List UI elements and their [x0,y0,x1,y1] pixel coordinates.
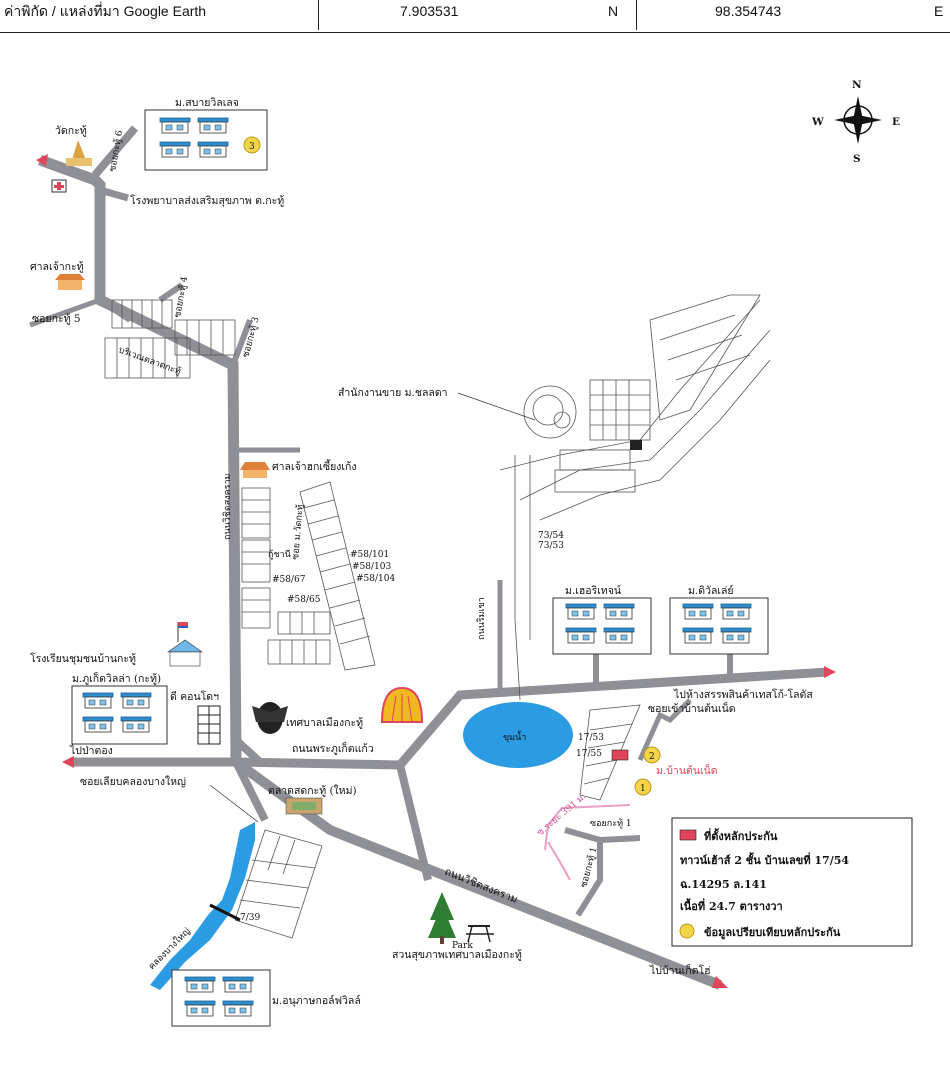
label-baan-tonned: ม.บ้านต้นเน็ด [656,763,718,777]
label-market-area: บริเวณตลาดกะทู้ [117,344,182,377]
label-shrine: ศาลเจ้ากะทู้ [30,261,84,273]
legend-line4: เนื้อที่ 24.7 ตารางวา [680,898,783,913]
label-h73-53: 73/53 [538,541,564,551]
label-phuket-villa: ม.ภูเก็ตวิลล่า (กะทู้) [72,671,161,685]
label-wat-kathu: วัดกะทู้ [55,125,87,137]
municipal-emblem-icon [252,702,288,734]
label-sabai-village: ม.สบายวิลเลจ [175,97,239,109]
legend-line2: ทาวน์เฮ้าส์ 2 ชั้น บ้านเลขที่ 17/54 [680,852,849,867]
label-soi-canal: ซอยเลียบคลองบางใหญ่ [80,775,186,788]
label-to-central: ไปห้างสรรพสินค้าเทสโก้-โลตัส [673,688,813,701]
label-h58-104: #58/104 [356,574,395,584]
hospital-icon [51,179,67,193]
svg-text:3: 3 [249,142,255,152]
label-soi1: ซอยกะทู้ 1 [590,818,632,829]
label-condo: ดี คอนโดฯ [170,690,219,703]
label-road-phra: ถนนพระภูเก็ตแก้ว [292,741,374,755]
market-icon [285,797,323,815]
label-school: โรงเรียนชุมชนบ้านกะทู้ [30,652,136,665]
label-h17-53: 17/53 [578,733,604,743]
comparison-marker-2: 2 [643,746,661,764]
latitude-direction: N [608,3,619,19]
compass-e: E [892,116,900,128]
legend-collateral-label: ที่ตั้งหลักประกัน [704,828,778,843]
canal-pointer [209,784,259,823]
label-soi6: ซอยกะทู้ 6 [107,129,125,172]
label-road-rim: ถนนริมเขา [476,597,487,640]
canal-water [150,822,255,990]
label-the-valley: ม.ดิวัลเล่ย์ [688,584,734,597]
label-h17-55: 17/55 [576,749,602,759]
label-soi-baan: ซอยเข้าบ้านต้นเน็ด [648,701,736,715]
label-road-vichit2: ถนนวิชิตสงคราม [443,866,519,906]
legend-line3: ฉ.14295 ล.141 [680,878,767,891]
label-anuphas: ม.อนุภาษกอล์ฟวิลล์ [272,994,361,1007]
svg-text:2: 2 [649,752,655,762]
park-word: Park [452,941,473,951]
sales-office-pointer [457,392,536,421]
shell-logo-icon [380,686,424,723]
pink-lane-2 [547,841,571,881]
school-icon [167,622,203,667]
label-hospital: โรงพยาบาลส่งเสริมสุขภาพ ต.กะทู้ [130,194,284,207]
legend-comparison-label: ข้อมูลเปรียบเทียบหลักประกัน [704,926,841,940]
longitude-value: 98.354743 [715,3,782,19]
condo-icon [197,705,221,745]
longitude-direction: E [934,3,944,19]
shrine2-icon [240,462,270,478]
collateral-marker [611,749,629,761]
latitude-value: 7.903531 [400,3,459,19]
pink-lane [544,804,631,851]
svg-text:1: 1 [640,784,646,794]
label-h73-54: 73/54 [538,531,564,541]
label-soi-chani: กู้ชานี [268,549,291,560]
legend-collateral-swatch [679,829,697,841]
label-soi5: ซอยกะทู้ 5 [32,313,81,325]
park-icon [428,892,494,944]
compass-rose [834,96,882,144]
housing-blocks [104,294,771,939]
label-to-kathu: ไปบ้านเก็ตโฮ่ [649,963,711,977]
divider [636,0,637,30]
reservoir [463,702,573,768]
compass-w: W [811,116,824,128]
sales-office-compound [523,385,577,439]
compass-n: N [852,79,862,91]
label-to-patong: ไปป่าตอง [69,744,113,757]
label-h58-67: #58/67 [272,575,306,585]
coordinate-header: ค่าพิกัด / แหล่งที่มา Google Earth 7.903… [0,0,950,33]
temple-icon [66,140,92,166]
label-municipal: เทศบาลเมืองกะทู้ [286,716,363,729]
compass-s: S [853,153,861,165]
direction-arrows [36,154,836,988]
road-network [29,125,829,990]
label-soi4: ซอยกะทู้ 4 [172,275,190,318]
label-h58-101: #58/101 [350,550,389,560]
label-shrine2: ศาลเจ้าฮกเซี้ยงเก้ง [272,459,356,473]
comparison-marker-1: 1 [634,778,652,796]
sales-office-plot [630,440,642,450]
label-h7-39: 7/39 [240,913,260,923]
label-h58-65: #58/65 [287,595,321,605]
comparison-marker-3: 3 [243,136,261,154]
label-reservoir: ขุมน้ำ [503,730,526,743]
shrine-icon [55,274,85,290]
label-sales-office: สำนักงานขาย ม.ชลลดา [338,387,448,399]
label-road-vichit: ถนนวิชิตสงคราม [222,473,233,540]
canal-bridge [209,903,241,922]
coordinate-source-label: ค่าพิกัด / แหล่งที่มา Google Earth [4,3,207,19]
label-new-market: ตลาดสดกะทู้ (ใหม่) [268,784,357,797]
label-soi-wat: ซอย ม.วัดกะทู้ [290,504,306,560]
label-the-heaven: ม.เฮอริเทจน์ [565,584,621,597]
divider [318,0,319,30]
label-h58-103: #58/103 [352,562,391,572]
map-legend: ที่ตั้งหลักประกัน ทาวน์เฮ้าส์ 2 ชั้น บ้า… [671,817,913,947]
label-park: สวนสุขภาพเทศบาลเมืองกะทู้ [392,948,522,961]
legend-comparison-swatch [679,923,695,939]
location-map: Park 3 2 1 N S W E ม.สบายวิลเลจ วัดกะทู้… [29,79,913,1027]
